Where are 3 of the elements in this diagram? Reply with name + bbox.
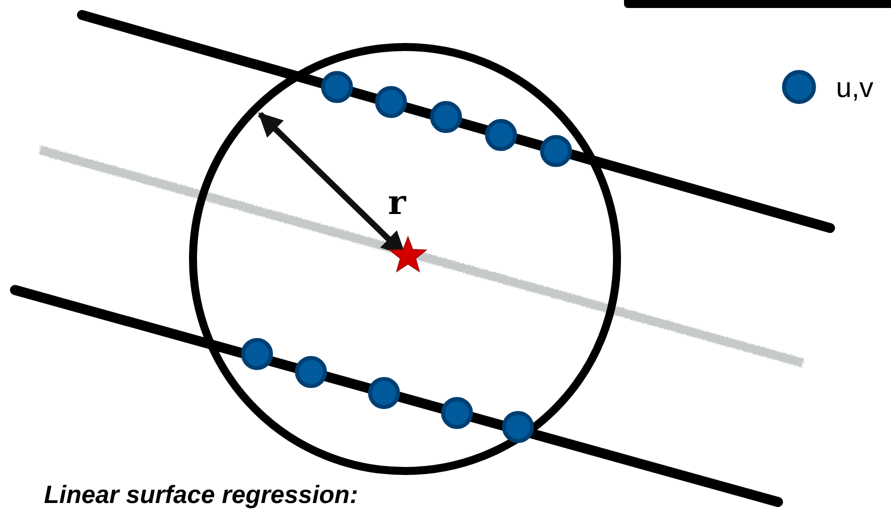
radius-label: r	[388, 183, 406, 223]
legend-label: u,v	[836, 72, 874, 104]
heading-text: Linear surface regression:	[44, 481, 358, 510]
